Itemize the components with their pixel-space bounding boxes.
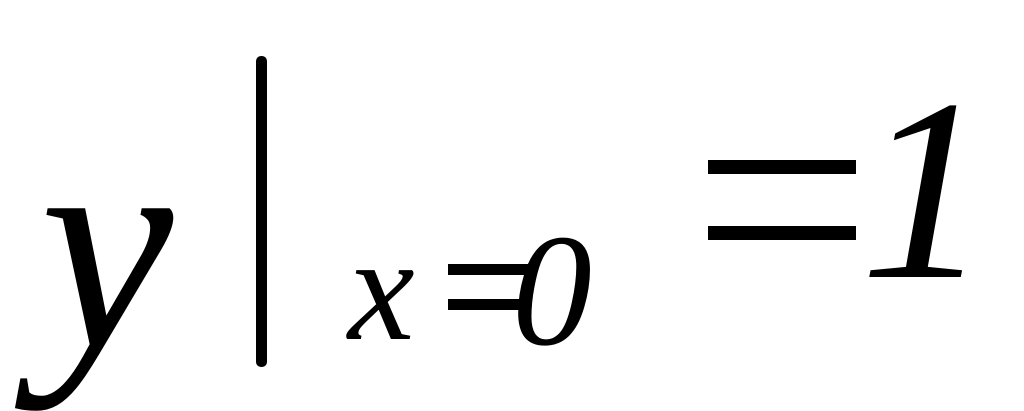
subscript-variable: x [348,206,415,372]
evaluation-bar [256,56,267,367]
equals-line-bottom [708,226,856,240]
subscript-equals-sign [448,264,530,310]
equals-line-bottom [448,299,530,310]
function-symbol: y [40,79,174,411]
equals-line-top [448,264,530,275]
result-value: 1 [860,46,990,334]
equals-line-top [708,160,856,174]
subscript-value: 0 [512,201,592,379]
equals-sign [708,160,856,240]
